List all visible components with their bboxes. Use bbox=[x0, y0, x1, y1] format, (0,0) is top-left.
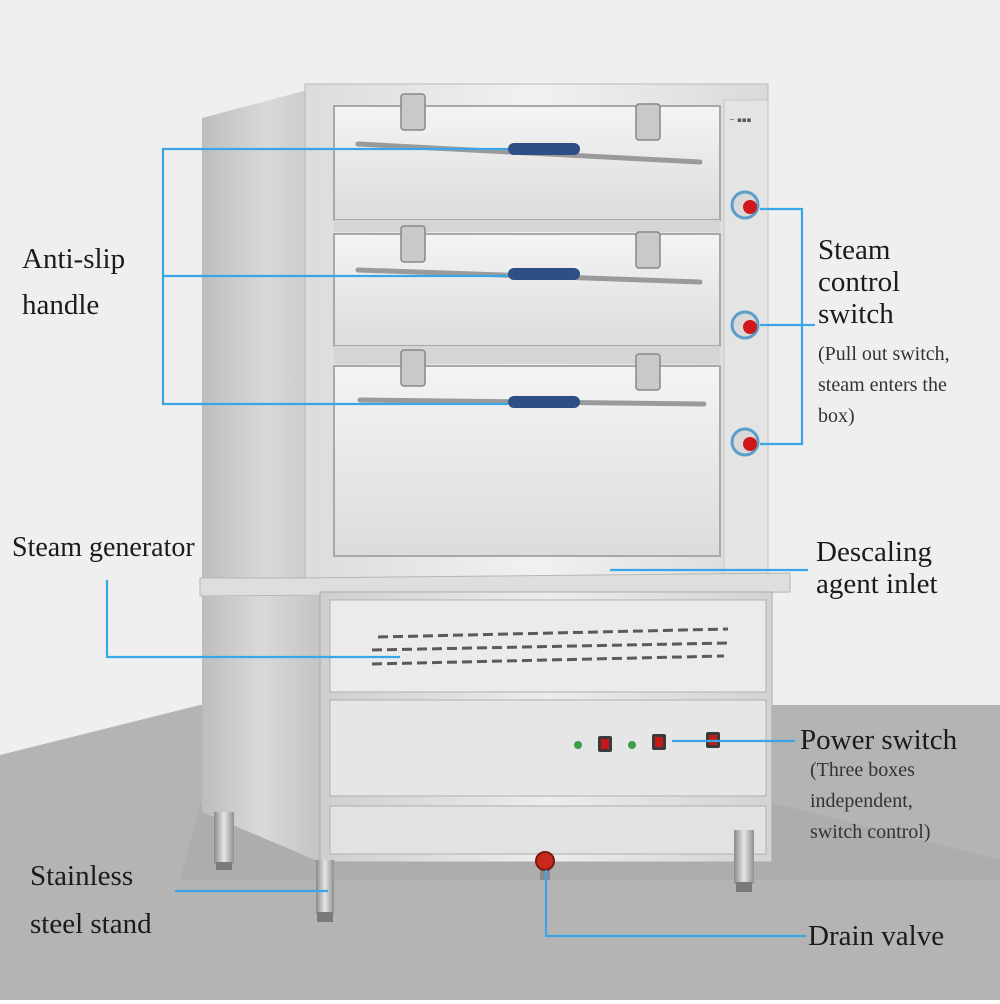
power-switch-icon bbox=[598, 736, 612, 752]
label-line: Steam generator bbox=[12, 532, 195, 563]
latch-icon bbox=[400, 93, 426, 131]
steam-knob-icon bbox=[730, 427, 760, 457]
stainless-steel-leg bbox=[734, 830, 754, 892]
label-line: steel stand bbox=[30, 908, 152, 940]
drawer-handle bbox=[357, 396, 707, 408]
base-side bbox=[202, 596, 320, 862]
latch-icon bbox=[400, 349, 426, 387]
drawer-bottom bbox=[333, 365, 721, 557]
label-power-switch: Power switch bbox=[800, 724, 957, 756]
label-stainless-steel-stand: Stainless steel stand bbox=[30, 852, 152, 948]
latch-icon bbox=[635, 231, 661, 269]
steam-knob-icon bbox=[730, 310, 760, 340]
latch-icon bbox=[635, 353, 661, 391]
label-line: Power switch bbox=[800, 724, 958, 756]
label-anti-slip-handle: Anti-slip handle bbox=[22, 236, 125, 328]
base-top-lip bbox=[199, 572, 791, 597]
label-line: Anti-slip bbox=[22, 243, 126, 275]
label-line: Stainless bbox=[30, 860, 134, 892]
vent-slots bbox=[371, 627, 729, 666]
label-line: (Pull out switch, bbox=[818, 343, 950, 365]
label-line: independent, bbox=[810, 790, 913, 812]
label-line: Drain valve bbox=[808, 920, 945, 952]
label-descaling-agent-inlet: Descaling agent inlet bbox=[816, 536, 938, 600]
label-line: switch bbox=[818, 298, 894, 330]
label-drain-valve: Drain valve bbox=[808, 920, 944, 952]
upper-cabinet-side bbox=[202, 84, 330, 580]
label-power-switch-note: (Three boxes independent, switch control… bbox=[810, 755, 931, 848]
label-steam-control-note: (Pull out switch, steam enters the box) bbox=[818, 339, 950, 432]
label-line: steam enters the bbox=[818, 374, 947, 396]
label-line: (Three boxes bbox=[810, 759, 915, 781]
drawer-middle bbox=[333, 233, 721, 347]
indicator-light-icon bbox=[574, 741, 582, 749]
leader-line-steam-generator bbox=[105, 580, 400, 659]
label-line: switch control) bbox=[810, 821, 931, 843]
base-kick-plate bbox=[329, 805, 767, 855]
steam-generator-panel bbox=[329, 599, 767, 693]
indicator-light-icon bbox=[628, 741, 636, 749]
label-line: Steam bbox=[818, 234, 891, 266]
drawer-handle bbox=[355, 141, 703, 165]
label-line: control bbox=[818, 266, 901, 298]
latch-icon bbox=[400, 225, 426, 263]
stainless-steel-leg bbox=[214, 812, 234, 870]
brand-logo: ~ ▪▪▪ bbox=[729, 116, 752, 124]
power-switch-icon bbox=[652, 734, 666, 750]
leader-line-steam-switch bbox=[760, 207, 804, 446]
stainless-steel-leg bbox=[316, 860, 334, 922]
leader-line-drain bbox=[544, 870, 806, 938]
label-steam-control-switch: Steam control switch bbox=[818, 234, 900, 330]
label-line: handle bbox=[22, 289, 100, 321]
drawer-divider bbox=[334, 346, 720, 364]
control-panel bbox=[329, 699, 767, 797]
label-line: Descaling bbox=[816, 536, 932, 568]
label-steam-generator: Steam generator bbox=[12, 532, 195, 564]
label-line: box) bbox=[818, 405, 855, 427]
drawer-divider bbox=[334, 220, 720, 232]
drawer-top bbox=[333, 105, 721, 221]
label-line: agent inlet bbox=[816, 568, 938, 600]
latch-icon bbox=[635, 103, 661, 141]
drawer-handle bbox=[355, 267, 703, 285]
steam-knob-icon bbox=[730, 190, 760, 220]
